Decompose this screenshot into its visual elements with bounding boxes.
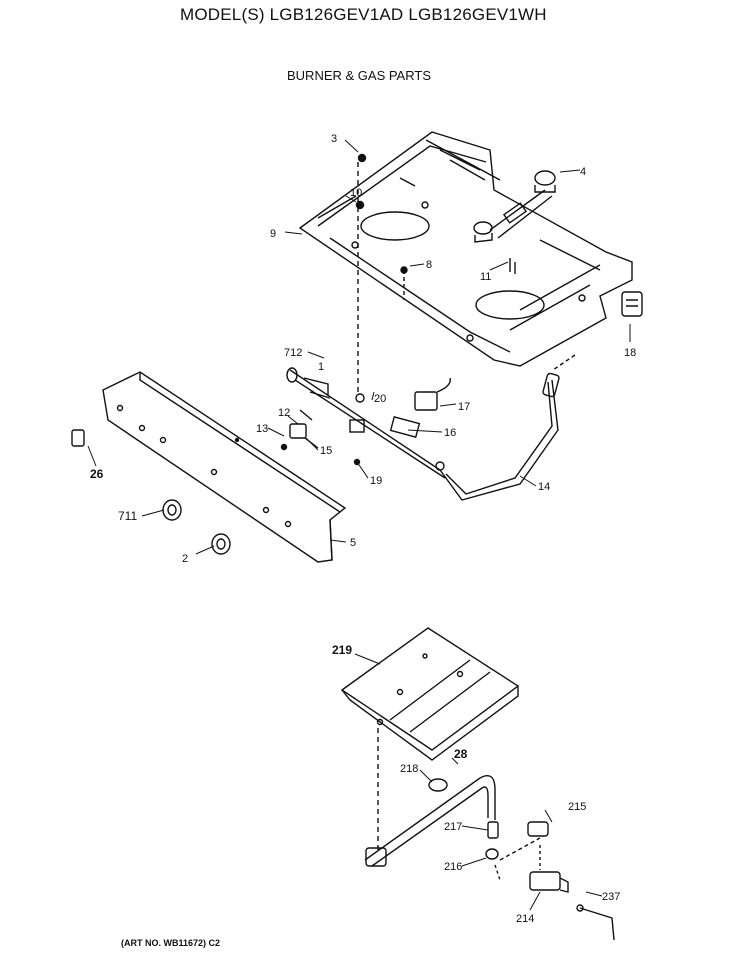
callout-218: 218 [400, 763, 418, 775]
callout-19: 19 [370, 475, 382, 487]
callout-26: 26 [90, 467, 104, 481]
broiler-valve [527, 821, 615, 941]
callout-18: 18 [624, 347, 636, 359]
manifold-panel [102, 371, 347, 563]
igniter-assembly [473, 170, 556, 243]
callout-217: 217 [444, 821, 462, 833]
callout-4: 4 [580, 166, 586, 178]
callout-214: 214 [516, 913, 534, 925]
knob [211, 533, 231, 555]
callout-215: 215 [568, 801, 586, 813]
callout-28: 28 [454, 747, 468, 761]
callout-3: 3 [331, 133, 337, 145]
callout-8: 8 [426, 259, 432, 271]
section-title: BURNER & GAS PARTS [287, 68, 431, 83]
knob-clip [71, 429, 85, 447]
gas-tube [439, 372, 560, 501]
callout-17: 17 [458, 401, 470, 413]
callout-9: 9 [270, 228, 276, 240]
model-title: MODEL(S) LGB126GEV1AD LGB126GEV1WH [180, 5, 547, 24]
callout-10: 10 [350, 187, 362, 199]
callout-711: 711 [118, 509, 137, 523]
manifold-assembly [280, 367, 451, 479]
knob-ring [162, 499, 182, 521]
callout-219: 219 [332, 643, 352, 657]
callout-13: 13 [256, 423, 268, 435]
callout-712: 712 [284, 347, 302, 359]
callout-14: 14 [538, 481, 550, 493]
callout-216: 216 [444, 861, 462, 873]
callout-2: 2 [182, 553, 188, 565]
callout-11: 11 [480, 271, 491, 283]
callout-15: 15 [320, 445, 332, 457]
art-number: (ART NO. WB11672) C2 [121, 938, 221, 948]
switch-part [621, 291, 643, 317]
broiler-baffle [340, 627, 520, 761]
callout-5: 5 [350, 537, 356, 549]
broiler-tube [364, 775, 499, 867]
callout-12: 12 [278, 407, 290, 419]
callout-237: 237 [602, 891, 620, 903]
callout-16: 16 [444, 427, 456, 439]
burner-box [298, 131, 633, 367]
callout-20: 20 [374, 393, 386, 405]
callout-1: 1 [318, 361, 324, 373]
